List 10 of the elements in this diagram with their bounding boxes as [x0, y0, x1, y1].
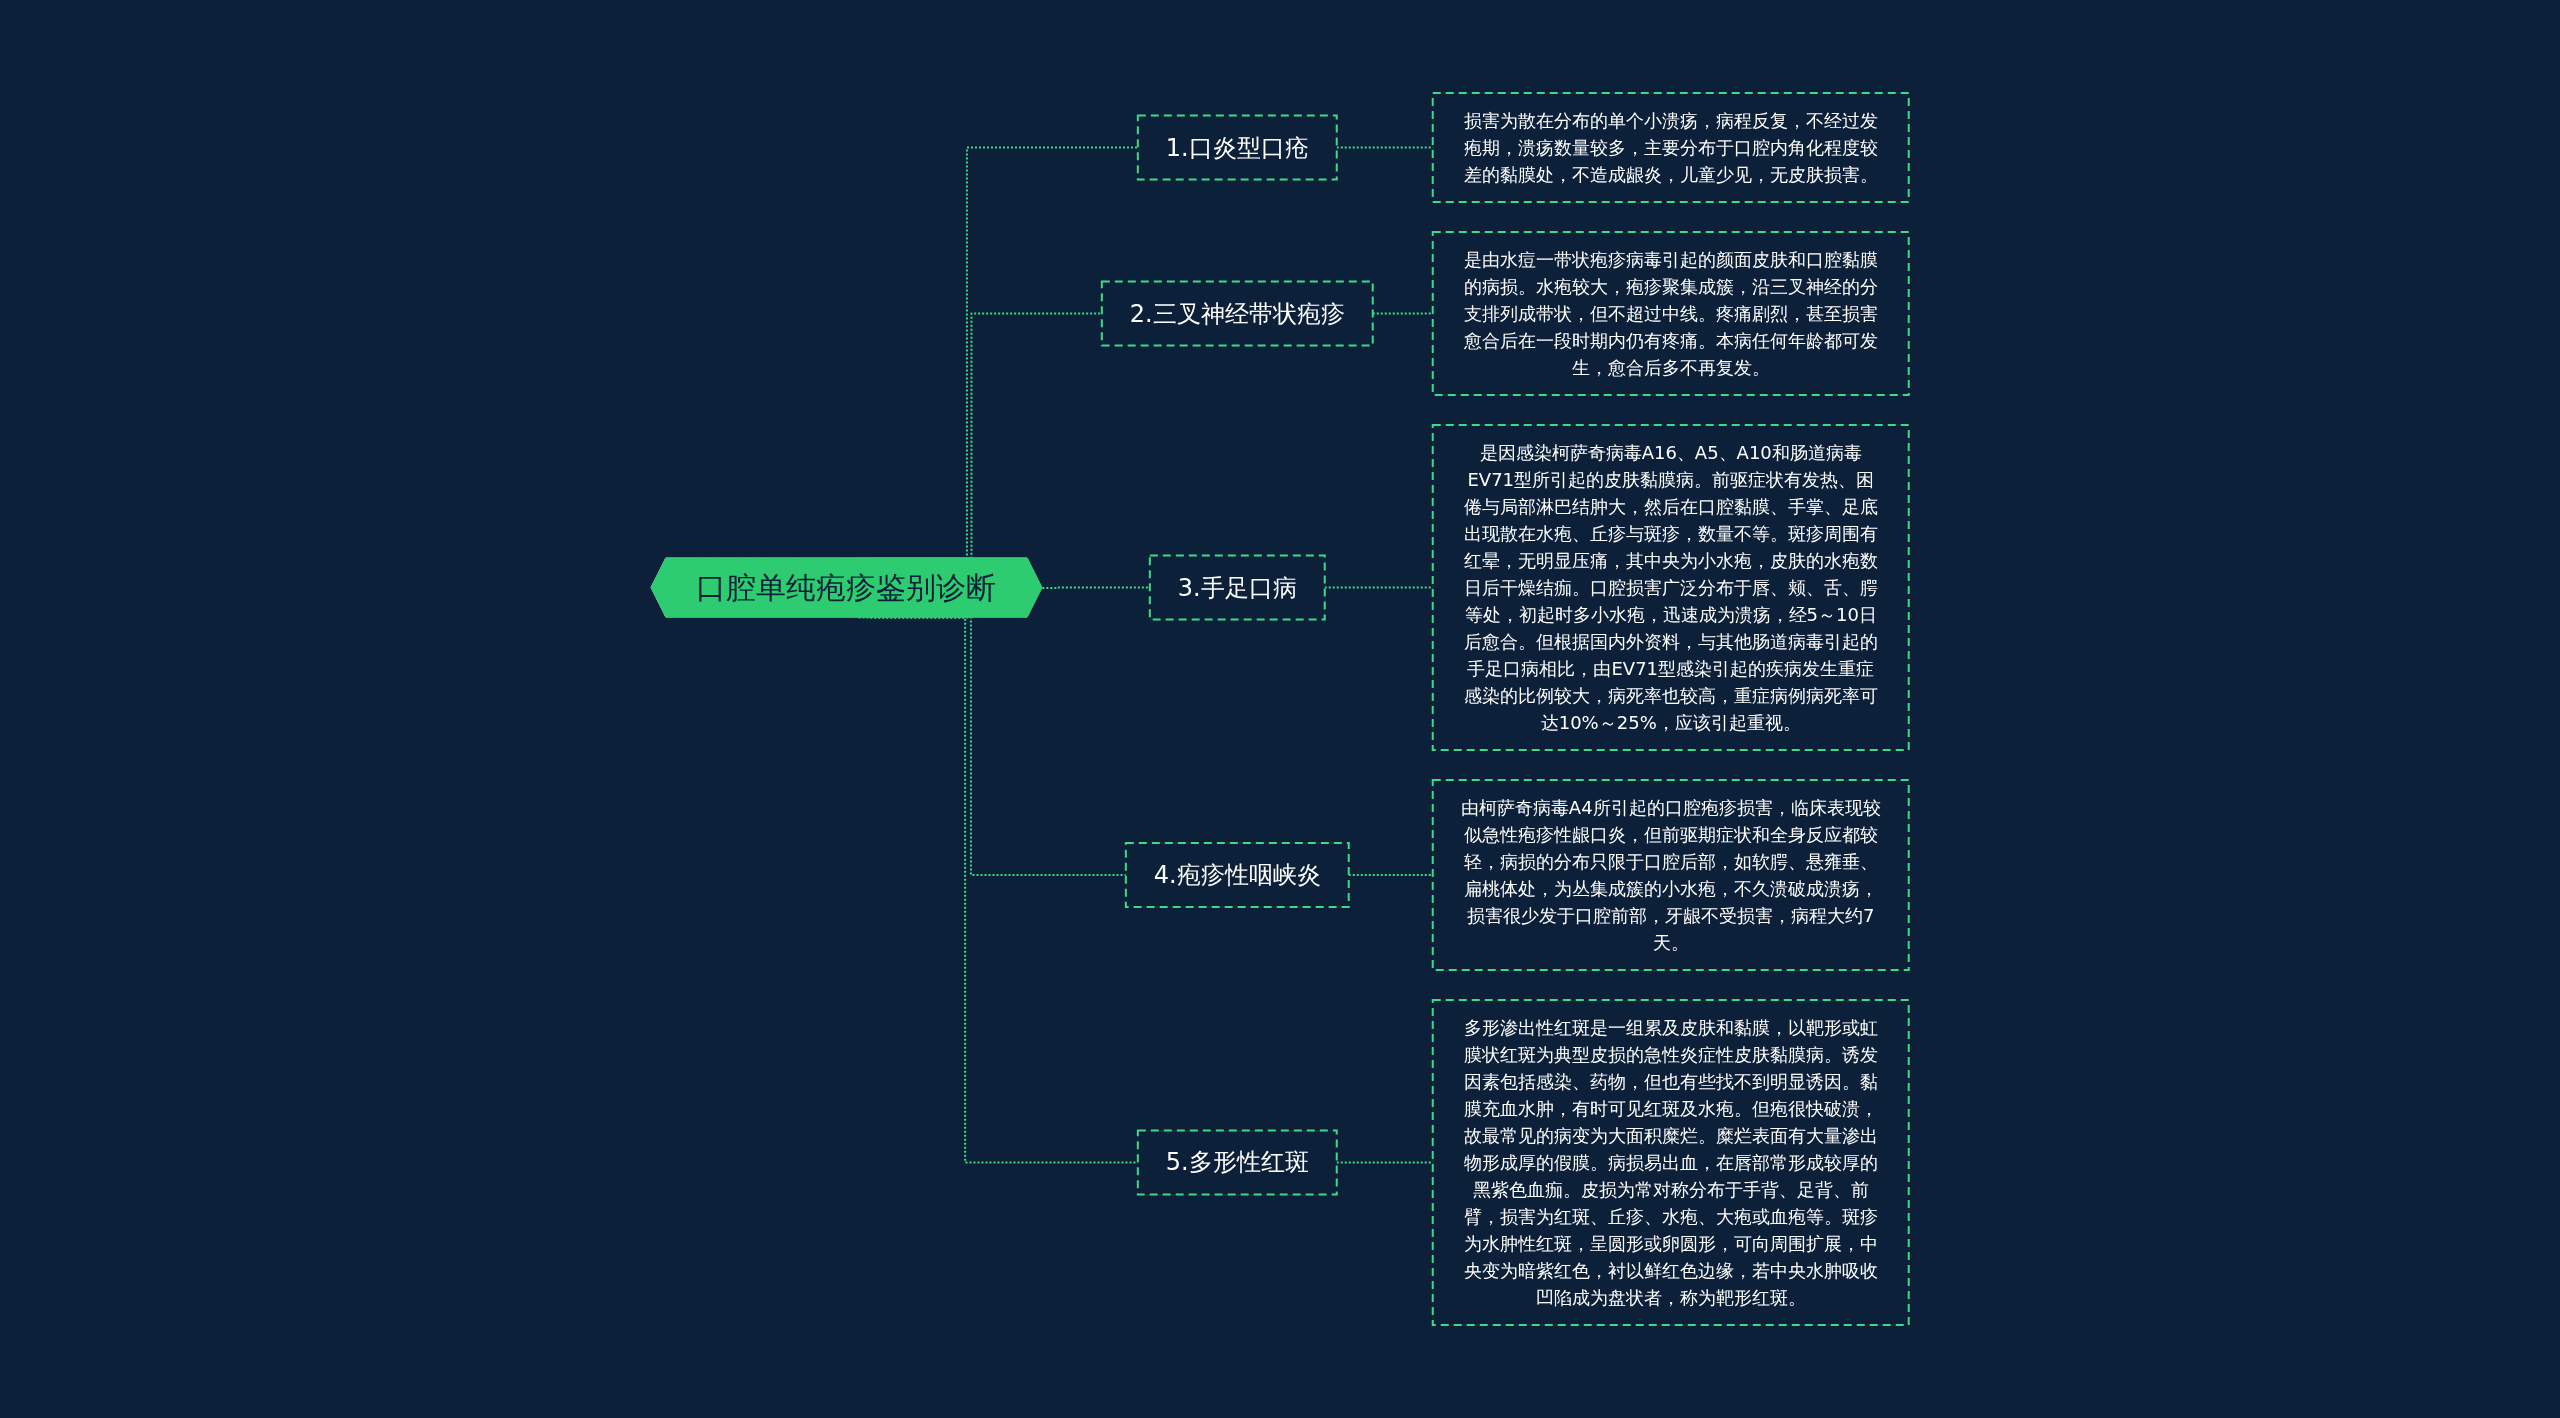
node-box: 由柯萨奇病毒A4所引起的口腔疱疹损害，临床表现较似急性疱疹性龈口炎，但前驱期症状和全身反应都较轻，病损的分布只限于口腔后部，如软腭、悬雍垂、扁桃体处，为丛集成簇的小水疱，不久溃破成溃疡，损害很少发于口腔前部，牙龈不受损害，病程大约7天。: [1431, 779, 1910, 971]
node-box: 多形渗出性红斑是一组累及皮肤和黏膜，以靶形或虹膜状红斑为典型皮损的急性炎症性皮肤黏膜病。诱发因素包括感染、药物，但也有些找不到明显诱因。黏膜充血水肿，有时可见红斑及水疱。但疱很快破溃，故最常见的病变为大面积糜烂。糜烂表面有大量渗出物形成厚的假膜。病损易出血，在唇部常形成较厚的黑紫色血痂。皮损为常对称分布于手背、足背、前臂，损害为红斑、丘疹、水疱、大疱或血疱等。斑疹为水肿性红斑，呈圆形或卵圆形，可向周围扩展，中央变为暗紫红色，衬以鲜红色边缘，若中央水肿吸收凹陷成为盘状者，称为靶形红斑。: [1431, 999, 1910, 1326]
node-box: 是因感染柯萨奇病毒A16、A5、A10和肠道病毒EV71型所引起的皮肤黏膜病。前驱症状有发热、困倦与局部淋巴结肿大，然后在口腔黏膜、手掌、足底出现散在水疱、丘疹与斑疹，数量不等。斑疹周围有红晕，无明显压痛，其中央为小水疱，皮肤的水疱数日后干燥结痂。口腔损害广泛分布于唇、颊、舌、腭等处，初起时多小水疱，迅速成为溃疡，经5～10日后愈合。但根据国内外资料，与其他肠道病毒引起的手足口病相比，由EV71型感染引起的疾病发生重症感染的比例较大，病死率也较高，重症病例病死率可达10%～25%，应该引起重视。: [1431, 424, 1910, 751]
node-box: 1.口炎型口疮: [1136, 114, 1338, 181]
node-box: 损害为散在分布的单个小溃疡，病程反复，不经过发疱期，溃疡数量较多，主要分布于口腔内角化程度较差的黏膜处，不造成龈炎，儿童少见，无皮肤损害。: [1431, 92, 1910, 203]
node-box: 4.疱疹性咽峡炎: [1124, 842, 1350, 908]
node-box: 5.多形性红斑: [1136, 1129, 1338, 1196]
node-box: 3.手足口病: [1148, 554, 1326, 621]
node-box: 是由水痘一带状疱疹病毒引起的颜面皮肤和口腔黏膜的病损。水疱较大，疱疹聚集成簇，沿三叉神经的分支排列成带状，但不超过中线。疼痛剧烈，甚至损害愈合后在一段时期内仍有疼痛。本病任何年龄都可发生，愈合后多不再复发。: [1431, 231, 1910, 396]
node-box: 2.三叉神经带状疱疹: [1100, 280, 1374, 347]
